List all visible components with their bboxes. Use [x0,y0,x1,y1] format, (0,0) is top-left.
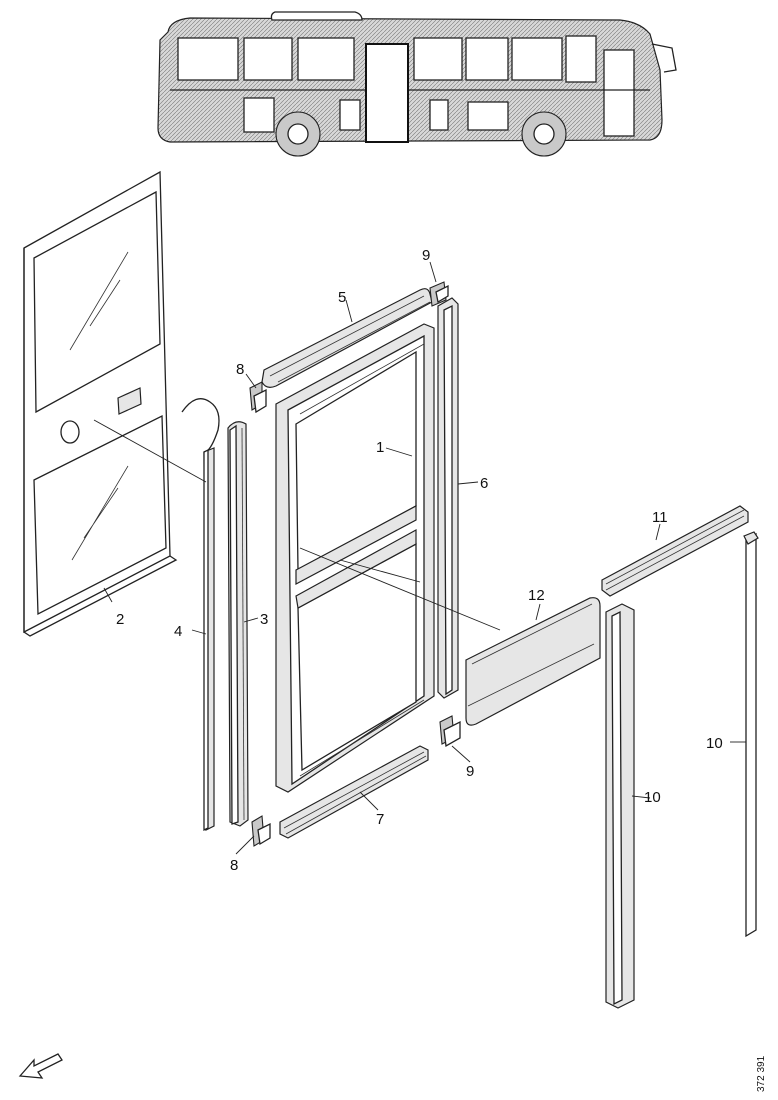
label-part-10-left: 10 [644,789,661,806]
label-part-11: 11 [652,509,668,526]
assembly-lines [93,419,501,631]
door-panel-part-2 [23,170,178,637]
label-part-1: 1 [376,439,384,456]
label-part-7: 7 [376,811,384,828]
seal-part-4 [181,398,220,832]
bus-icon [157,11,677,157]
label-part-5: 5 [338,289,346,306]
corner-piece-part-9-top [429,281,449,307]
reference-code: 372 391 [756,1055,767,1092]
label-part-8-bottom: 8 [230,857,238,874]
label-part-9-top: 9 [422,247,430,264]
rail-part-10-left [605,603,635,1009]
rail-part-10-right [743,531,759,938]
label-part-2: 2 [116,611,124,628]
label-part-4: 4 [174,623,182,640]
label-part-12: 12 [528,587,545,604]
direction-arrow-icon [18,1053,63,1079]
label-part-10-right: 10 [706,735,723,752]
profile-part-6 [437,297,459,699]
corner-piece-part-8-bottom [251,815,271,847]
panel-part-12 [465,597,601,726]
leader-lines [103,261,746,855]
corner-piece-part-8-top [249,381,267,414]
door-frame-part-1 [275,323,435,793]
profile-part-3 [227,421,249,827]
label-part-6: 6 [480,475,488,492]
rail-part-11 [601,505,749,597]
profile-part-7 [279,745,429,839]
label-part-9-bottom: 9 [466,763,474,780]
corner-piece-part-9-bottom [439,715,461,748]
label-part-3: 3 [260,611,268,628]
label-part-8-top: 8 [236,361,244,378]
